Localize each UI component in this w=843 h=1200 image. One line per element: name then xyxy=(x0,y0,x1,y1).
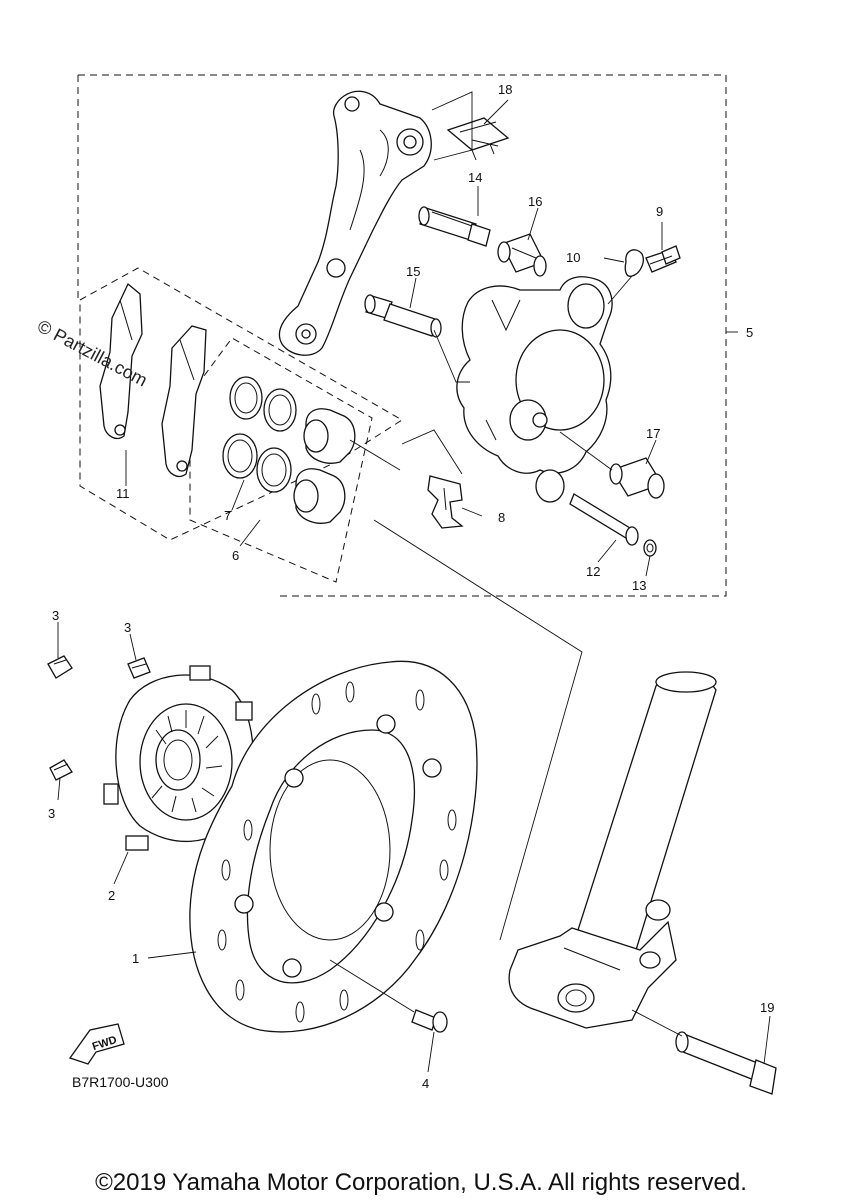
pad-clip-3c xyxy=(49,759,73,781)
callout-14: 14 xyxy=(468,170,482,185)
piston-seals xyxy=(222,376,297,493)
boot-16 xyxy=(497,233,547,277)
pad-pin-14 xyxy=(418,206,491,247)
callout-17: 17 xyxy=(646,426,660,441)
brake-disc xyxy=(189,660,478,1033)
callout-3: 3 xyxy=(52,608,59,623)
callout-15: 15 xyxy=(406,264,420,279)
callout-7: 7 xyxy=(224,508,231,523)
callout-19: 19 xyxy=(760,1000,774,1015)
callout-4: 4 xyxy=(422,1076,429,1091)
nut-13 xyxy=(643,539,657,557)
caliper-bracket xyxy=(278,90,432,356)
bleed-cap xyxy=(624,249,644,277)
callout-3: 3 xyxy=(124,620,131,635)
callout-5: 5 xyxy=(746,325,753,340)
callout-labels: 1 2 3 3 3 4 5 6 7 8 9 10 11 12 13 14 15 … xyxy=(48,82,774,1091)
forward-arrow-icon: FWD xyxy=(68,1023,125,1065)
callout-10: 10 xyxy=(566,250,580,265)
bleed-screw xyxy=(645,245,681,273)
diagram-code: B7R1700-U300 xyxy=(72,1074,169,1090)
caliper-bolt-12 xyxy=(569,493,639,546)
callout-6: 6 xyxy=(232,548,239,563)
caliper-assembly-boundary xyxy=(78,74,727,597)
callout-leaders xyxy=(57,99,771,1073)
copyright-footer: ©2019 Yamaha Motor Corporation, U.S.A. A… xyxy=(95,1169,747,1196)
caliper-pistons xyxy=(293,408,356,524)
brake-pad-left xyxy=(99,282,143,440)
disc-carrier xyxy=(103,665,254,851)
callout-11: 11 xyxy=(116,486,130,501)
callout-13: 13 xyxy=(632,578,646,593)
callout-3: 3 xyxy=(48,806,55,821)
disc-bolt xyxy=(411,1009,448,1033)
callout-2: 2 xyxy=(108,888,115,903)
front-fork xyxy=(508,671,717,1029)
pad-support-8 xyxy=(427,475,464,529)
callout-16: 16 xyxy=(528,194,542,209)
callout-18: 18 xyxy=(498,82,512,97)
caliper-body xyxy=(456,276,613,503)
pad-clip-3b xyxy=(127,657,151,679)
fork-bolt xyxy=(675,1031,777,1095)
callout-12: 12 xyxy=(586,564,600,579)
seal-kit-boundary xyxy=(189,337,373,583)
brake-pad-right xyxy=(161,325,207,478)
callout-1: 1 xyxy=(132,951,139,966)
callout-9: 9 xyxy=(656,204,663,219)
pad-pin-15 xyxy=(364,294,442,338)
pad-clip-3a xyxy=(47,655,73,679)
callout-8: 8 xyxy=(498,510,505,525)
boot-17 xyxy=(609,457,665,499)
